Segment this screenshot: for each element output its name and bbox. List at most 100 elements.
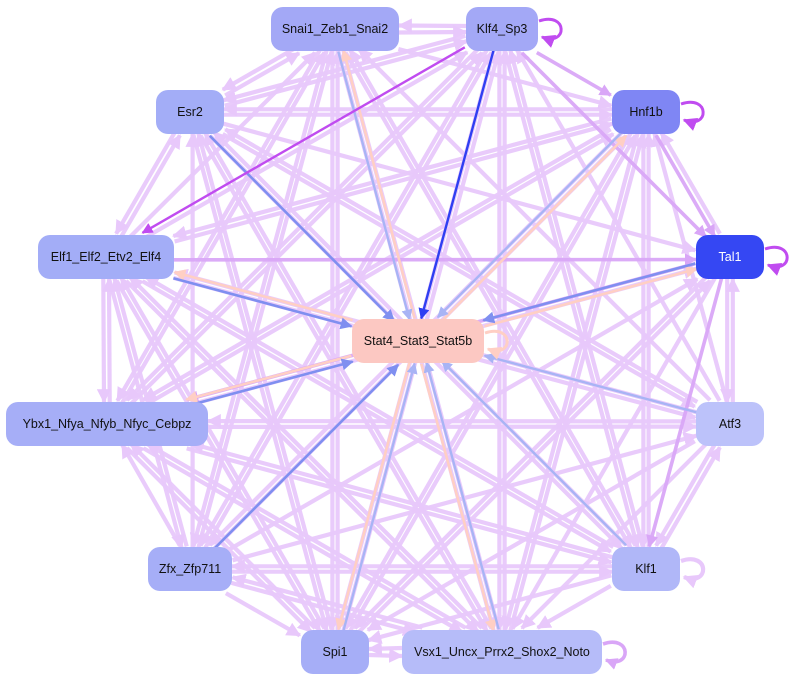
edge-vsx1-to-stat4: [423, 361, 500, 630]
edge-spi1-to-vsx1: [368, 648, 404, 663]
edge-esr2-to-spi1: [191, 134, 331, 632]
node-label: Vsx1_Uncx_Prrx2_Shox2_Noto: [414, 645, 590, 659]
node-label: Tal1: [719, 250, 742, 264]
node-box[interactable]: [148, 547, 232, 591]
node-label: Spi1: [322, 645, 347, 659]
edge-esr2-to-snai1: [224, 51, 301, 98]
edge-ybx1-to-hnf1b: [145, 132, 615, 407]
node-vsx1[interactable]: Vsx1_Uncx_Prrx2_Shox2_Noto: [402, 630, 602, 674]
edge-elf1-to-hnf1b: [174, 120, 614, 244]
edge-zfx-to-tal1: [228, 277, 699, 552]
edge-atf3-to-klf1: [654, 443, 717, 547]
edge-ybx1-to-stat4: [192, 358, 354, 406]
self-loop-stat4: [484, 329, 509, 360]
edge-klf1-to-vsx1: [536, 583, 612, 630]
edge-hnf1b-to-tal1: [654, 134, 717, 238]
edge-atf3-to-esr2: [224, 127, 699, 404]
node-ybx1[interactable]: Ybx1_Nfya_Nfyb_Nfyc_Cebpz: [6, 402, 208, 446]
edge-stat4-to-ybx1: [185, 354, 352, 403]
edge-stat4-to-tal1: [484, 265, 698, 328]
edge-hnf1b-to-stat4: [436, 131, 623, 319]
node-elf1[interactable]: Elf1_Elf2_Etv2_Elf4: [38, 235, 174, 279]
self-loop-klf1: [680, 557, 706, 589]
edge-elf1-to-esr2: [119, 134, 182, 238]
node-box[interactable]: [6, 402, 208, 446]
node-box[interactable]: [156, 90, 224, 134]
node-box[interactable]: [301, 630, 369, 674]
edge-elf1-to-stat4: [173, 277, 353, 330]
node-label: Stat4_Stat3_Stat5b: [364, 334, 472, 348]
node-box[interactable]: [612, 90, 680, 134]
node-box[interactable]: [38, 235, 174, 279]
edge-zfx-to-snai1: [196, 50, 336, 549]
edge-klf4-to-klf1: [503, 51, 642, 549]
edge-klf4-to-snai1: [397, 18, 467, 33]
edge-zfx-to-stat4: [213, 363, 400, 550]
node-tal1[interactable]: Tal1: [696, 235, 764, 279]
edge-klf1-to-ybx1: [189, 440, 614, 560]
edge-stat4-to-snai1: [340, 49, 416, 319]
self-loops-layer: [484, 17, 789, 670]
edge-tal1-to-hnf1b: [659, 131, 722, 235]
node-label: Hnf1b: [629, 105, 662, 119]
node-label: Elf1_Elf2_Etv2_Elf4: [51, 250, 162, 264]
node-klf4[interactable]: Klf4_Sp3: [466, 7, 538, 51]
edge-zfx-to-spi1: [224, 591, 302, 638]
edge-tal1-to-klf1: [646, 277, 724, 548]
edge-zfx-to-klf4: [203, 51, 494, 550]
edge-tal1-to-stat4: [482, 262, 696, 324]
node-box[interactable]: [612, 547, 680, 591]
edge-elf1-to-vsx1: [124, 279, 480, 634]
node-snai1[interactable]: Snai1_Zeb1_Snai2: [271, 7, 399, 51]
edge-spi1-to-esr2: [194, 132, 334, 630]
edge-ybx1-to-spi1: [125, 446, 313, 634]
node-esr2[interactable]: Esr2: [156, 90, 224, 134]
node-label: Ybx1_Nfya_Nfyb_Nfyc_Cebpz: [23, 417, 192, 431]
edge-stat4-to-hnf1b: [441, 134, 628, 322]
edge-esr2-to-elf1: [114, 131, 177, 235]
edge-ybx1-to-klf1: [186, 446, 613, 566]
node-label: Atf3: [719, 417, 741, 431]
edge-esr2-to-stat4: [208, 134, 395, 322]
edge-vsx1-to-ybx1: [145, 441, 467, 630]
edge-vsx1-to-spi1: [367, 641, 403, 656]
node-box[interactable]: [696, 402, 764, 446]
edges-layer: [96, 18, 740, 663]
edge-klf1-to-atf3: [659, 446, 722, 550]
edge-klf4-to-hnf1b: [535, 51, 612, 97]
node-zfx[interactable]: Zfx_Zfp711: [148, 547, 232, 591]
edge-klf4-to-tal1: [520, 51, 708, 239]
edge-esr2-to-atf3: [221, 132, 696, 409]
edge-hnf1b-to-elf1: [172, 116, 612, 240]
edge-hnf1b-to-vsx1: [501, 132, 640, 631]
edge-stat4-to-vsx1: [420, 363, 497, 632]
edge-klf1-to-klf4: [506, 49, 645, 547]
node-atf3[interactable]: Atf3: [696, 402, 764, 446]
self-loop-vsx1: [602, 640, 627, 670]
node-label: Esr2: [177, 105, 203, 119]
edge-atf3-to-stat4: [483, 352, 697, 414]
edge-elf1-to-klf1: [141, 279, 612, 554]
edge-spi1-to-stat4: [342, 362, 418, 631]
edge-hnf1b-to-ybx1: [142, 127, 612, 402]
edge-klf4-to-elf1: [141, 46, 466, 234]
edge-ybx1-to-vsx1: [142, 446, 464, 635]
node-klf1[interactable]: Klf1: [612, 547, 680, 591]
node-spi1[interactable]: Spi1: [301, 630, 369, 674]
node-box[interactable]: [466, 7, 538, 51]
self-loop-hnf1b: [680, 100, 705, 131]
edge-klf4-to-esr2: [222, 33, 466, 104]
edge-vsx1-to-hnf1b: [508, 133, 647, 632]
node-box[interactable]: [402, 630, 602, 674]
node-label: Klf1: [635, 562, 657, 576]
node-hnf1b[interactable]: Hnf1b: [612, 90, 680, 134]
node-box[interactable]: [696, 235, 764, 279]
edge-snai1-to-esr2: [221, 46, 296, 92]
edge-klf1-to-stat4: [441, 360, 627, 547]
node-stat4[interactable]: Stat4_Stat3_Stat5b: [352, 319, 484, 363]
edge-klf1-to-spi1: [367, 573, 612, 644]
node-box[interactable]: [352, 319, 484, 363]
node-box[interactable]: [271, 7, 399, 51]
